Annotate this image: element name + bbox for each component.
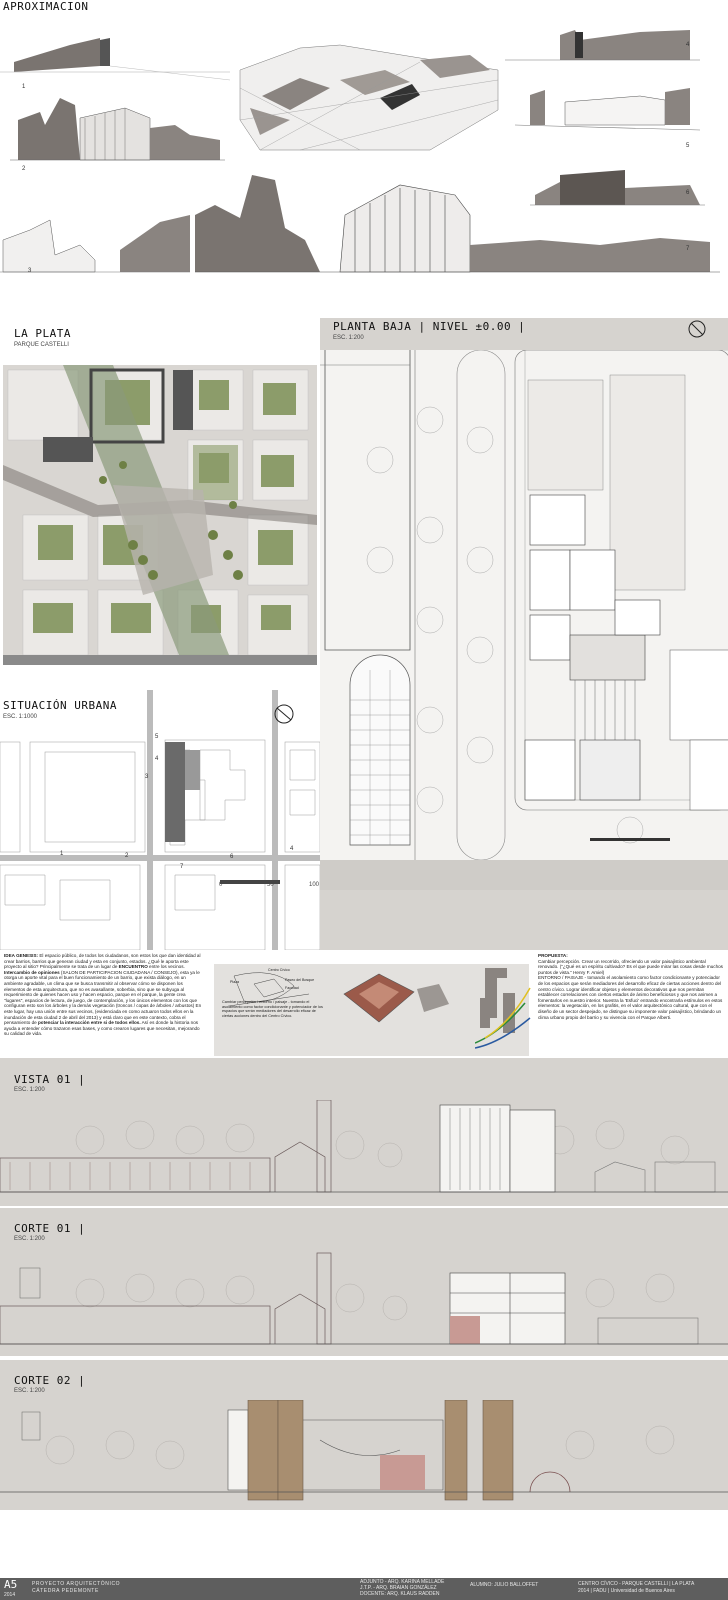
corte-02-panel <box>0 1360 728 1510</box>
idea-genesis-p2f: potenciar la interacción entre si de tod… <box>37 1020 141 1026</box>
scale-label-50: 50 <box>267 882 274 888</box>
propuesta-text: PROPUESTA: Cambiar percepción. Crear un … <box>538 953 724 1057</box>
view-number-5: 5 <box>686 143 690 149</box>
team-member-3: DOCENTE: ARQ. KLAUS RADDEN <box>360 1591 440 1597</box>
perspective-4 <box>505 30 700 61</box>
concept-diagrams <box>228 972 449 1023</box>
map-label-paseo: Paseo del Bosque <box>285 978 315 982</box>
vista-01-scale: ESC. 1:200 <box>14 1087 45 1093</box>
corte-01-scale: ESC. 1:200 <box>14 1236 45 1242</box>
svg-text:5: 5 <box>155 734 159 740</box>
situacion-urbana-scale: ESC. 1:1000 <box>3 714 38 720</box>
propuesta-heading: PROPUESTA: <box>538 953 568 958</box>
project-name: CENTRO CÍVICO - PARQUE CASTELLI | LA PLA… <box>578 1581 695 1587</box>
ground-floor-plan <box>320 350 728 890</box>
site-masterplan <box>3 365 317 665</box>
perspective-5 <box>514 88 701 131</box>
corte-01-panel <box>0 1208 728 1356</box>
map-label-plaza: Plaza <box>230 980 239 984</box>
idea-genesis-text: IDEA GENESIS: El espacio público, de tod… <box>4 953 202 1057</box>
approach-perspectives <box>0 30 720 273</box>
section-title-vista-01: VISTA 01 | <box>14 1073 86 1086</box>
svg-text:6: 6 <box>230 854 234 860</box>
sheet-year: 2014 <box>4 1592 16 1598</box>
view-number-2: 2 <box>22 166 26 172</box>
course-chair: CÁTEDRA PEDEMONTE <box>32 1588 99 1594</box>
elevation-vista-01 <box>0 1100 728 1193</box>
la-plata-subtitle: PARQUE CASTELLI <box>14 342 69 348</box>
vista-01-panel <box>0 1058 728 1206</box>
view-number-4: 4 <box>686 42 690 48</box>
svg-text:3: 3 <box>145 774 149 780</box>
idea-genesis-p1: El espacio público, de todos los ciudada… <box>4 953 201 970</box>
planta-baja-scale: ESC. 1:200 <box>333 335 364 341</box>
idea-genesis-p2a: Principalmente se trata de un lugar de <box>39 964 119 970</box>
massing-diagram <box>475 968 531 1049</box>
perspective-aerial <box>239 42 499 151</box>
perspective-1 <box>0 38 231 81</box>
student-name: ALUMNO: JULIO BALLOFFET <box>470 1582 539 1588</box>
concept-note: Cambiar percepción / entorno / paisaje -… <box>222 1000 323 1018</box>
svg-text:2: 2 <box>125 853 129 859</box>
idea-genesis-p2c: entre los vecinos. <box>147 964 185 970</box>
view-number-7: 7 <box>686 246 690 252</box>
section-corte-02 <box>0 1400 728 1501</box>
idea-genesis-heading: IDEA GENESIS: <box>4 953 39 958</box>
section-title-la-plata: LA PLATA <box>14 327 71 340</box>
section-title-planta-baja: PLANTA BAJA | NIVEL ±0.00 | <box>333 320 526 333</box>
perspective-3 <box>0 215 190 273</box>
propuesta-p1: Cambiar percepción. Crear un recorrido, … <box>538 958 723 975</box>
section-title-corte-01: CORTE 01 | <box>14 1222 86 1235</box>
sheet-number: A5 <box>4 1578 18 1591</box>
section-title-aproximacion: APROXIMACION <box>3 0 89 13</box>
section-title-corte-02: CORTE 02 | <box>14 1374 86 1387</box>
propuesta-p2: ENTORNO / PAISAJE - tomando el asolamien… <box>538 975 723 1020</box>
svg-text:7: 7 <box>180 864 184 870</box>
school-name: 2014 | FADU | Universidad de Buenos Aire… <box>578 1588 675 1594</box>
team-member-1: ADJUNTO - ARQ. KARINA MELLADE <box>360 1579 445 1585</box>
perspective-2 <box>10 98 225 161</box>
map-label-centro-civico: Centro Cívico <box>268 968 290 972</box>
course-title: PROYECTO ARQUITECTÓNICO <box>32 1581 121 1587</box>
idea-genesis-p2e: (SALON DE PARTICIPACION CIUDADANA / CONS… <box>4 969 202 1026</box>
view-number-1: 1 <box>22 84 26 90</box>
sheet-footer: A5 2014 PROYECTO ARQUITECTÓNICO CÁTEDRA … <box>0 1578 728 1600</box>
idea-genesis-p2d: Intercambio de opiniones <box>4 969 60 975</box>
idea-genesis-p2g: Así es donde la historia nos ayuda a ent… <box>4 1020 200 1037</box>
svg-text:1: 1 <box>60 851 64 857</box>
svg-text:4: 4 <box>290 846 294 852</box>
section-corte-01 <box>0 1252 728 1345</box>
scale-label-0: 0 <box>219 882 223 888</box>
corte-02-scale: ESC. 1:200 <box>14 1388 45 1394</box>
idea-genesis-p2b: ENCUENTRO <box>118 964 148 970</box>
view-number-3: 3 <box>28 268 32 274</box>
urban-situation-plan: 5 4 3 1 2 6 4 7 <box>0 690 320 950</box>
section-title-situacion-urbana: SITUACIÓN URBANA <box>3 699 117 712</box>
perspective-main <box>195 175 720 273</box>
map-label-facultad: Facultad <box>285 986 299 990</box>
perspective-6 <box>530 170 705 206</box>
scale-label-100: 100 <box>309 882 320 888</box>
svg-text:4: 4 <box>155 756 159 762</box>
north-arrow-icon <box>688 320 706 338</box>
view-number-6: 6 <box>686 190 690 196</box>
team-member-2: J.T.P. - ARQ. BRAIAN GONZÁLEZ <box>360 1585 437 1591</box>
